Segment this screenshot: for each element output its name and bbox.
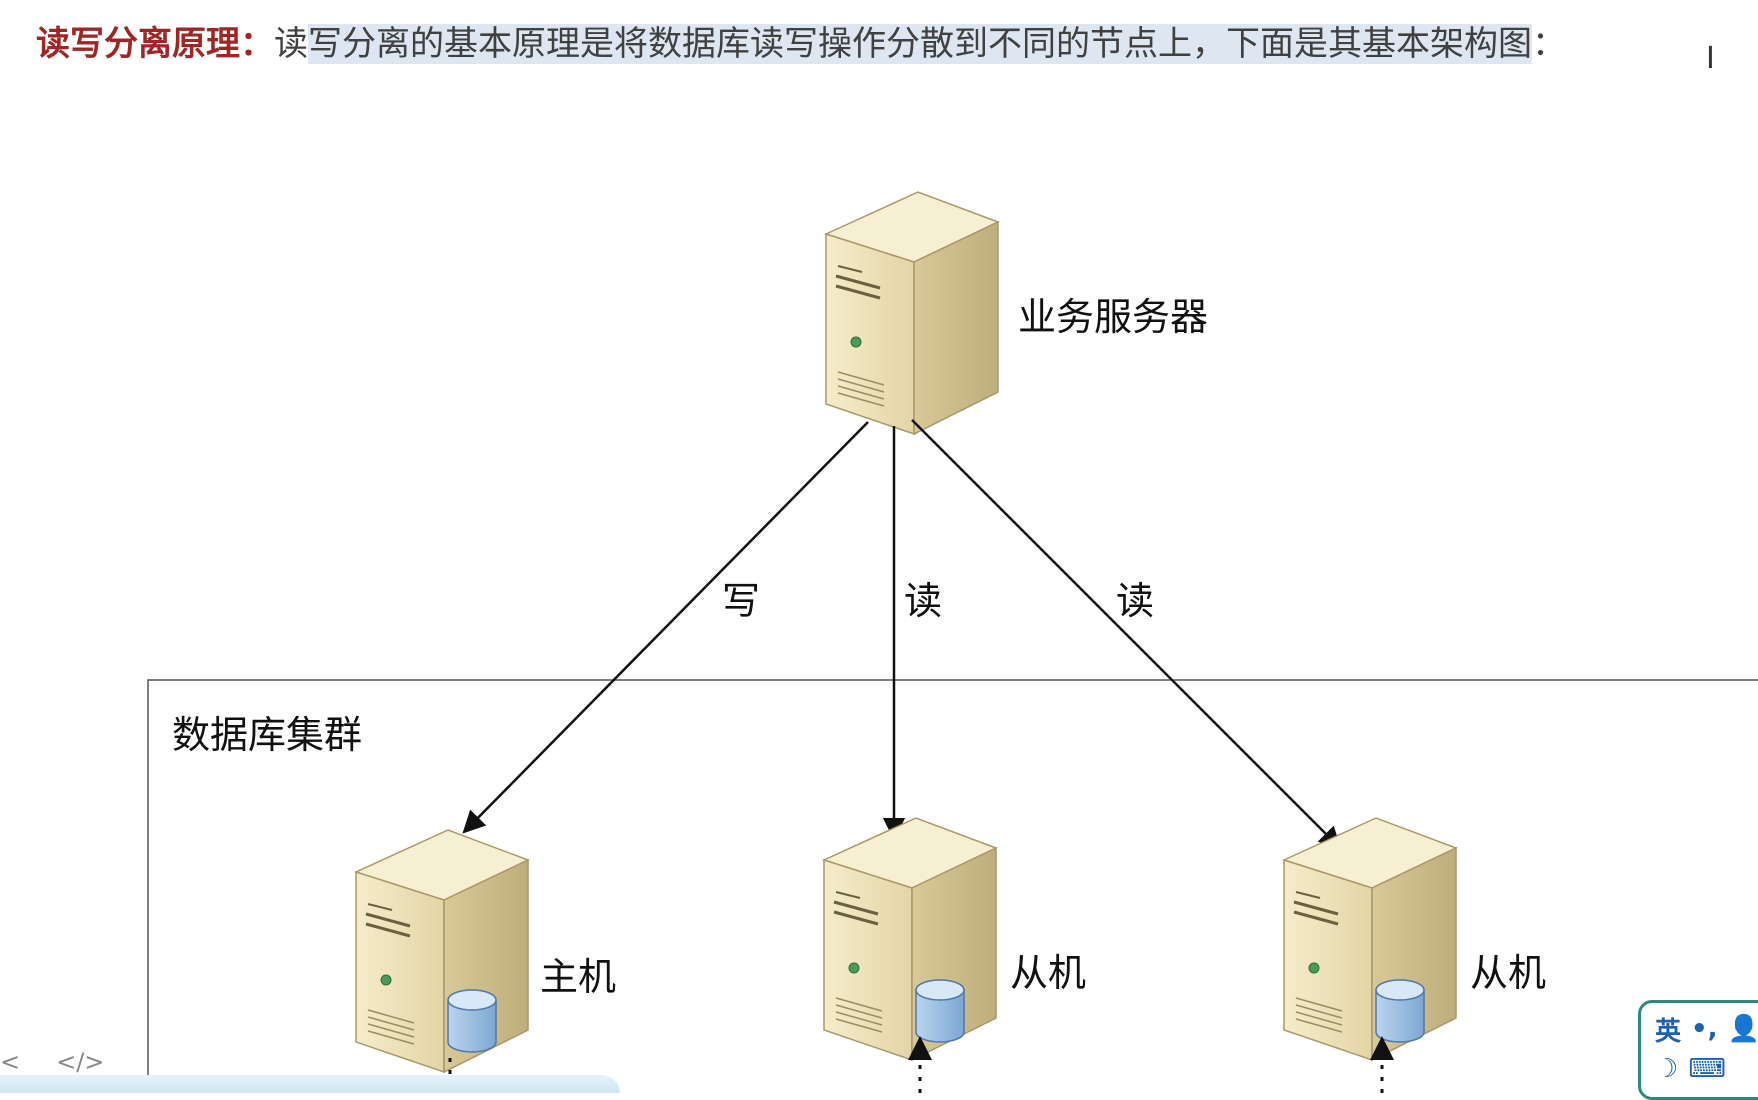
header-label: 读写分离原理： (36, 23, 274, 64)
decorative-wave (0, 1075, 620, 1093)
text-cursor-icon: I (1706, 41, 1715, 76)
app-server-icon (824, 190, 1000, 436)
edge-read-2 (911, 419, 1342, 850)
edge-label-read-2: 读 (1116, 579, 1154, 623)
bottom-nav: < </> (0, 1045, 140, 1079)
app-server-label: 业务服务器 (1018, 295, 1208, 339)
header-text-highlight: 写分离的基本原理是将数据库读写操作分散到不同的节点上，下面是其基本架构图 (308, 23, 1532, 64)
header-text: 读写分离的基本原理是将数据库读写操作分散到不同的节点上，下面是其基本架构图： (274, 16, 1566, 65)
ime-language-toggle[interactable]: 英 (1655, 1016, 1682, 1047)
slave-2-replication-arrow (1370, 1036, 1394, 1060)
code-view-button[interactable]: </> (56, 1048, 105, 1076)
header-text-lead: 读 (274, 23, 308, 64)
master-label: 主机 (540, 955, 616, 999)
slave-1-replication-arrow (908, 1036, 932, 1060)
slave-1-label: 从机 (1010, 951, 1086, 995)
header-line: 读写分离原理： 读写分离的基本原理是将数据库读写操作分散到不同的节点上，下面是其… (36, 16, 1566, 65)
edge-label-write: 写 (722, 579, 760, 623)
master-db-icon (447, 989, 497, 1053)
ime-toolbar[interactable]: 英 •, 👤 ☽ ⌨ (1638, 1000, 1758, 1100)
master-server-icon (354, 828, 530, 1074)
slave-1-db-icon (915, 979, 965, 1043)
slave-2-label: 从机 (1470, 951, 1546, 995)
slave-1-server-icon (822, 816, 998, 1062)
ime-punctuation-toggle[interactable]: •, (1691, 1014, 1718, 1044)
slave-2-db-icon (1375, 979, 1425, 1043)
cluster-label: 数据库集群 (172, 713, 362, 757)
ime-keyboard-icon[interactable]: ⌨ (1688, 1054, 1726, 1084)
header-text-tail: ： (1532, 23, 1566, 64)
slave-2-server-icon (1282, 816, 1458, 1062)
edge-label-read-1: 读 (904, 579, 942, 623)
cluster-frame (147, 679, 1758, 1093)
ime-user-icon[interactable]: 👤 (1727, 1014, 1758, 1044)
edge-write (462, 421, 869, 834)
ime-night-mode-icon[interactable]: ☽ (1655, 1054, 1679, 1084)
prev-page-button[interactable]: < (0, 1048, 21, 1076)
